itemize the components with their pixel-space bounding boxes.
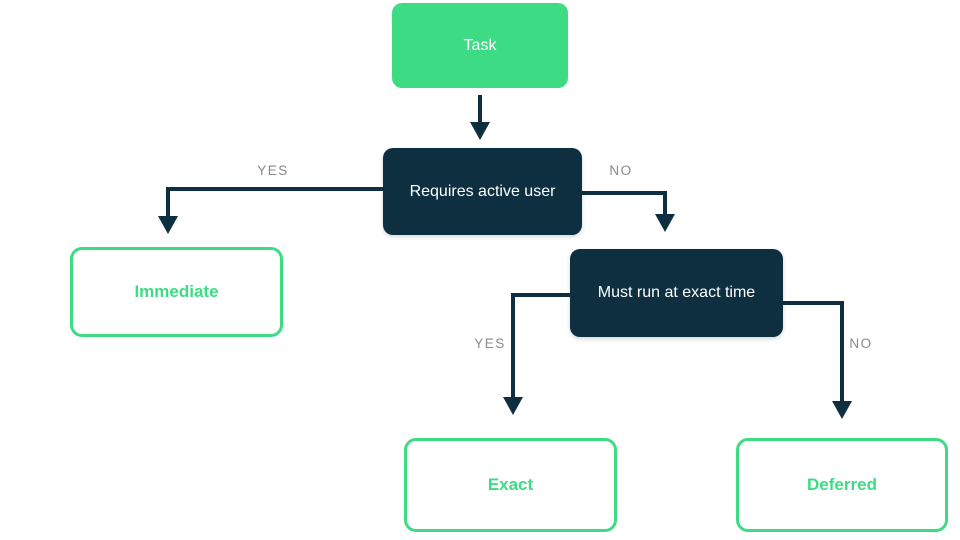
node-immediate: Immediate [70,247,283,337]
node-must-run-at-exact-time-label: Must run at exact time [597,284,756,301]
connector-must-run-no-to-deferred [783,301,852,419]
edge-label-requires-yes: YES [257,163,289,178]
node-exact-label: Exact [487,475,534,494]
connector-must-run-yes-to-exact [503,293,570,415]
arrowhead-icon [655,214,675,232]
edge-label-must-run-yes: YES [474,336,506,351]
node-immediate-label: Immediate [134,282,219,301]
node-exact: Exact [404,438,617,532]
arrowhead-icon [503,397,523,415]
edge-label-must-run-no: NO [849,336,873,351]
edge-label-requires-no: NO [609,163,633,178]
connector-requires-yes-to-immediate [158,187,383,234]
node-must-run-at-exact-time: Must run at exact time [570,249,783,337]
arrowhead-icon [470,122,490,140]
arrowhead-icon [158,216,178,234]
node-requires-active-user-label: Requires active user [409,182,556,200]
connector-task-to-requires [470,95,490,140]
node-task-label: Task [463,36,497,54]
node-task: Task [392,3,568,88]
node-deferred: Deferred [736,438,948,532]
connector-requires-no-to-must-run [582,191,675,232]
node-deferred-label: Deferred [807,475,877,494]
node-requires-active-user: Requires active user [383,148,582,235]
arrowhead-icon [832,401,852,419]
